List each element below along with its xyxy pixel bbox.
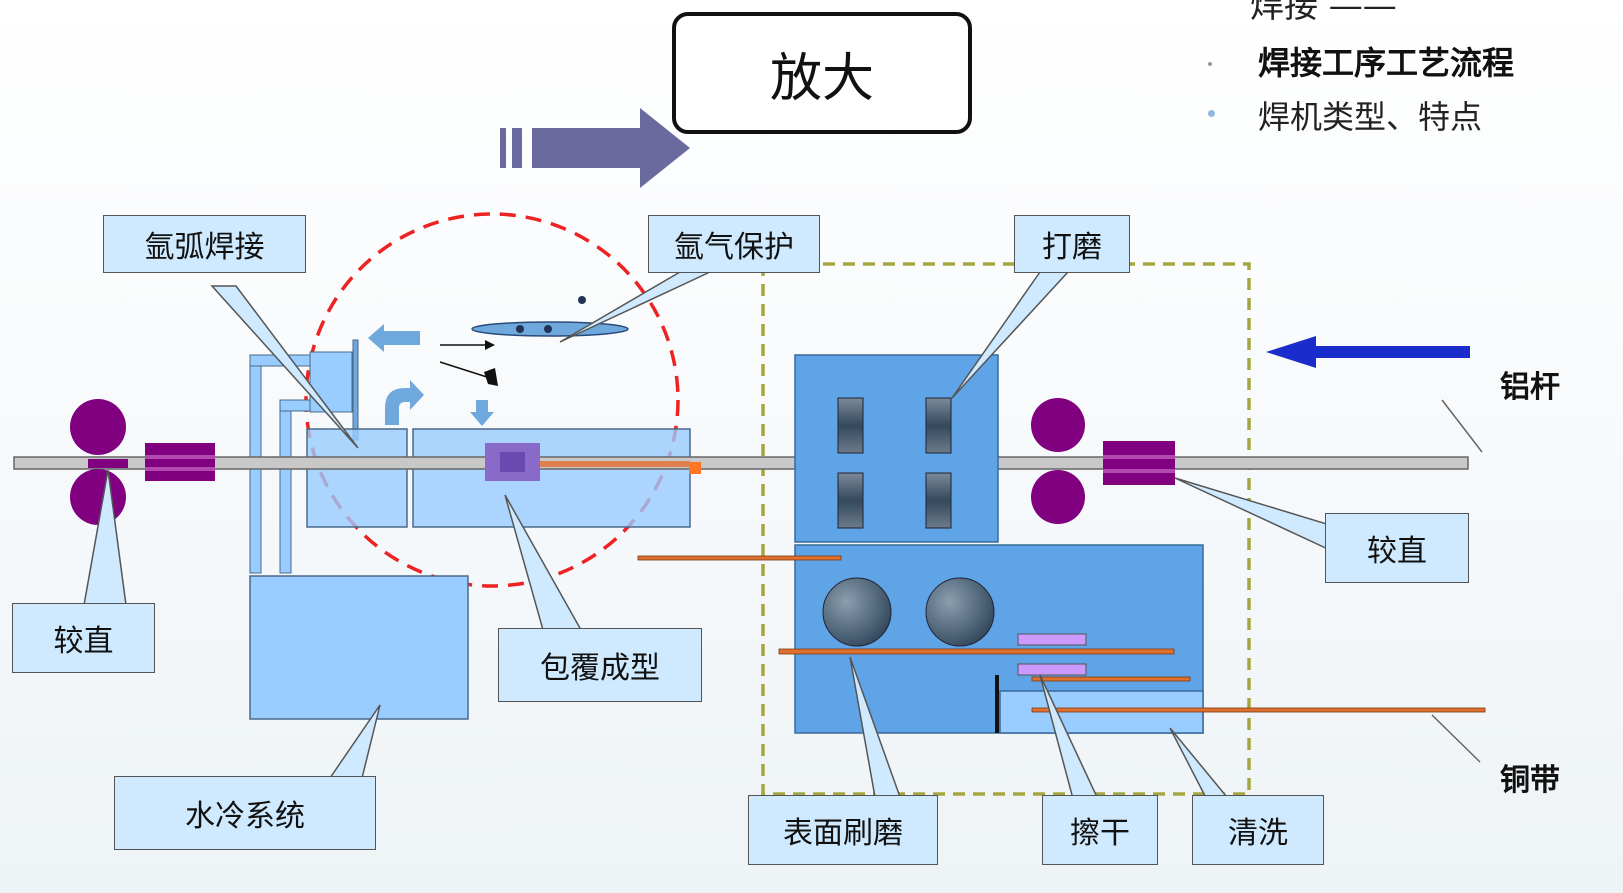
roller-left-bottom [70, 469, 126, 525]
roller-right-bottom [1031, 470, 1085, 524]
zoom-arrow-icon [500, 108, 690, 188]
menu-bullet-1 [1208, 62, 1212, 66]
roller-left-horizontal [145, 443, 215, 481]
copper-on-rod [540, 461, 690, 467]
label-argon-arc-welding: 氩弧焊接 [103, 215, 306, 273]
roller-right-horizontal [1103, 441, 1175, 485]
main-rod [13, 456, 1469, 470]
wipe-pad-bottom [1017, 663, 1087, 676]
curved-flow-arrow-icon [385, 380, 424, 425]
label-cleaning: 清洗 [1192, 795, 1324, 865]
roller-right-top [1031, 398, 1085, 452]
down-flow-arrow-icon [470, 400, 494, 426]
label-cladding-forming: 包覆成型 [498, 628, 702, 702]
wipe-pad-top [1017, 633, 1087, 646]
label-water-cooling: 水冷系统 [114, 776, 376, 850]
welding-torch-holder [309, 351, 353, 413]
pointer-grinding [951, 271, 1070, 399]
pointer-straighten-right [1174, 477, 1331, 552]
label-straighten-left: 较直 [12, 603, 155, 673]
left-flow-arrow-icon [368, 324, 420, 352]
zoom-region-circle [304, 212, 680, 588]
partial-title: 焊接 —— [1250, 0, 1397, 26]
label-straighten-right: 较直 [1325, 513, 1469, 583]
feed-direction-arrow-icon [1266, 336, 1470, 368]
welding-box [306, 428, 408, 528]
welding-electrode [352, 339, 359, 441]
cladding-box [412, 428, 691, 528]
label-aluminum-rod: 铝杆 [1500, 370, 1560, 405]
zoom-button[interactable]: 放大 [672, 12, 972, 134]
water-cooling-tank [249, 575, 469, 720]
menu-bullet-2 [1208, 110, 1215, 117]
menu-item-welder-types[interactable]: 焊机类型、特点 [1258, 98, 1483, 136]
label-argon-protection: 氩气保护 [648, 215, 820, 273]
grinding-region-frame [761, 262, 1251, 796]
label-surface-brushing: 表面刷磨 [748, 795, 938, 865]
label-grinding: 打磨 [1014, 215, 1130, 273]
label-copper-strip: 铜带 [1500, 763, 1560, 798]
grinding-machine [794, 354, 999, 543]
roller-left-top [70, 399, 126, 455]
pointer-argon-arc-welding [210, 285, 359, 449]
copper-strip-path [637, 555, 1486, 713]
menu-item-welding-process[interactable]: 焊接工序工艺流程 [1258, 44, 1515, 82]
rod-end-marker [689, 462, 701, 474]
label-wipe-dry: 擦干 [1042, 795, 1158, 865]
